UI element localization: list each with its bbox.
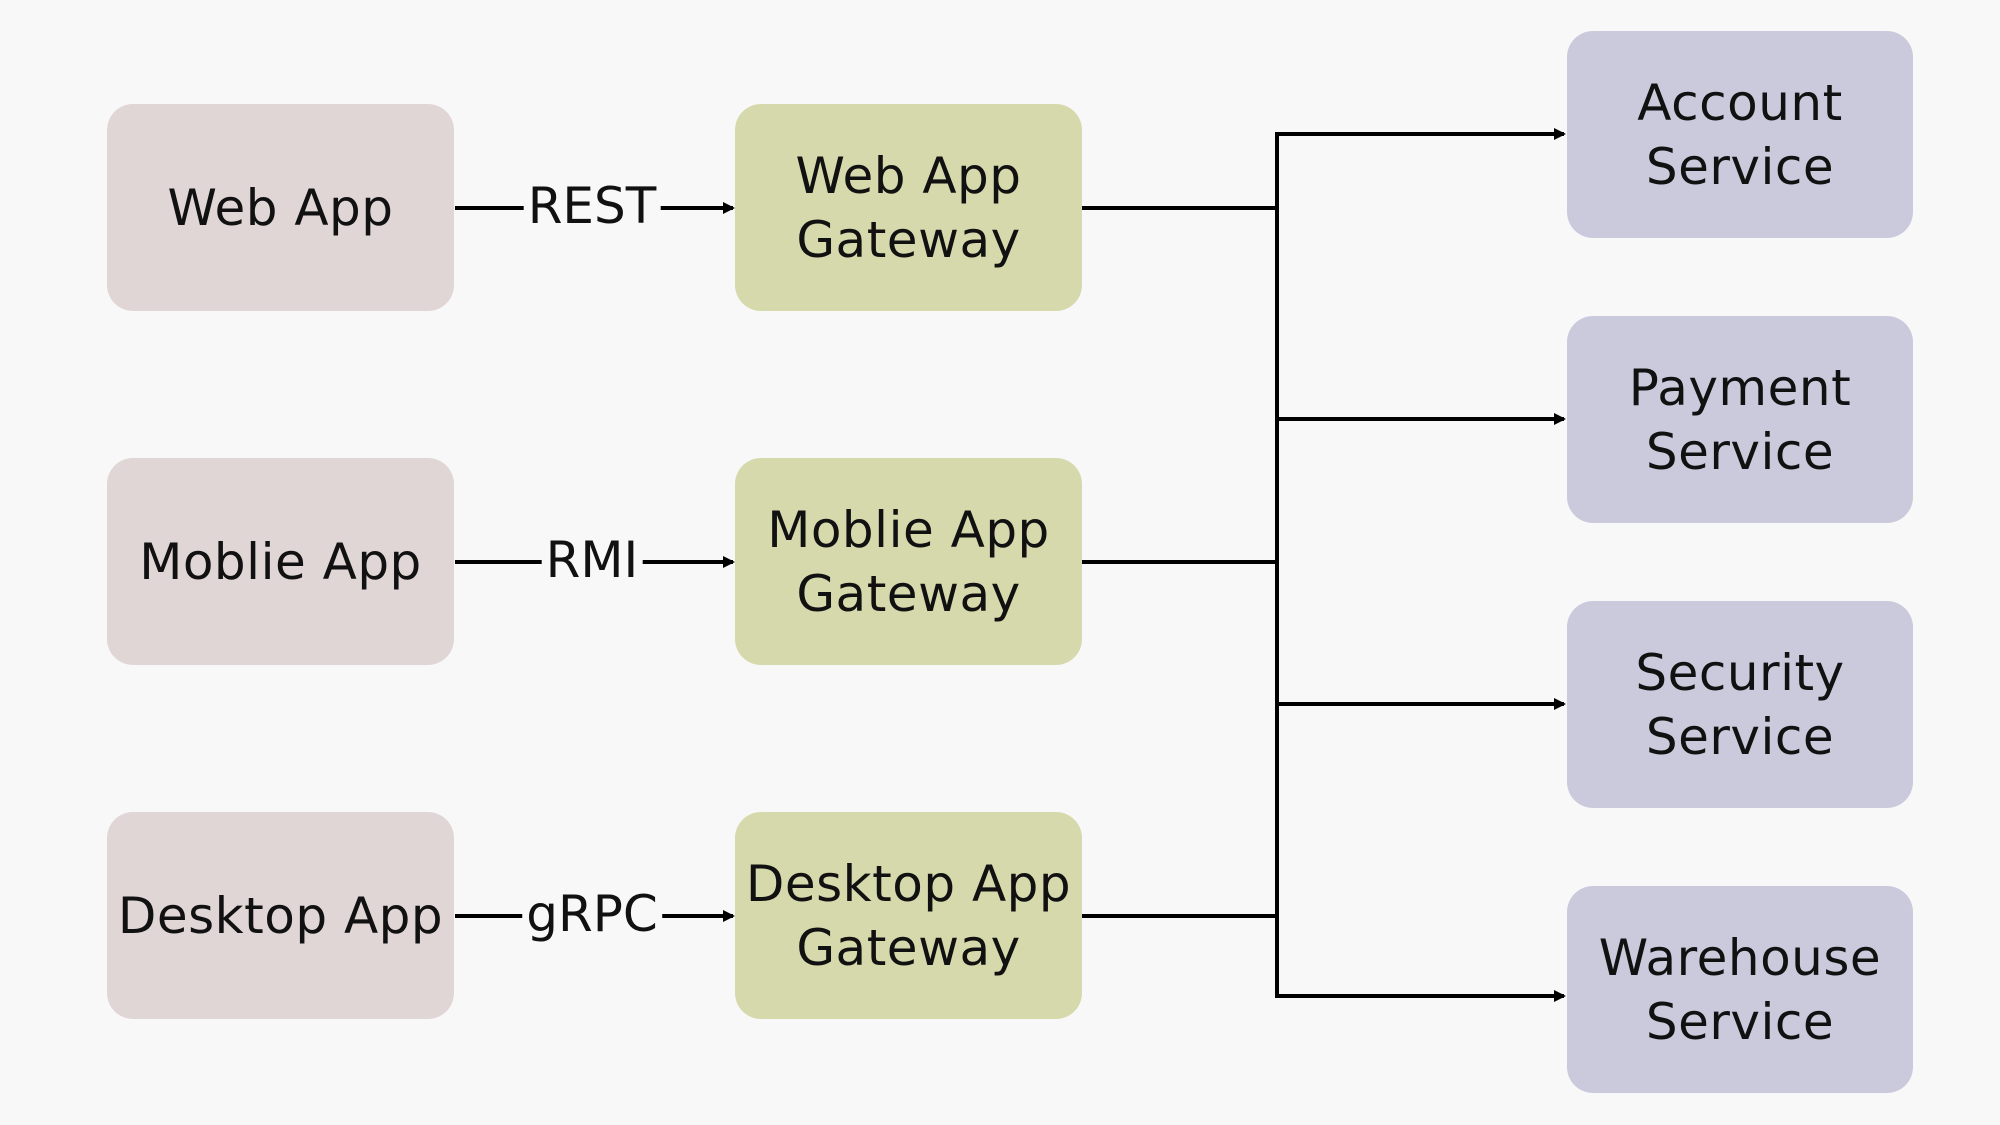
protocol-label-grpc: gRPC	[522, 884, 662, 944]
warehouse-service-node[interactable]: Warehouse Service	[1567, 886, 1913, 1093]
desktop-app-gateway-node[interactable]: Desktop App Gateway	[735, 812, 1082, 1019]
mobile-app-gateway-node[interactable]: Moblie App Gateway	[735, 458, 1082, 665]
account-service-node[interactable]: Account Service	[1567, 31, 1913, 238]
warehouse-service-label: Warehouse Service	[1598, 928, 1882, 1051]
mobile-app-gateway-label: Moblie App Gateway	[767, 500, 1050, 623]
protocol-label-rmi: RMI	[541, 530, 643, 590]
mobile-app-label: Moblie App	[139, 532, 422, 591]
desktop-app-node[interactable]: Desktop App	[107, 812, 454, 1019]
web-app-gateway-label: Web App Gateway	[795, 146, 1022, 269]
security-service-node[interactable]: Security Service	[1567, 601, 1913, 808]
payment-service-label: Payment Service	[1628, 358, 1852, 481]
desktop-app-gateway-label: Desktop App Gateway	[745, 854, 1072, 977]
protocol-label-rest: REST	[523, 176, 661, 236]
mobile-app-node[interactable]: Moblie App	[107, 458, 454, 665]
web-app-gateway-node[interactable]: Web App Gateway	[735, 104, 1082, 311]
web-app-label: Web App	[167, 178, 394, 237]
security-service-label: Security Service	[1635, 643, 1845, 766]
web-app-node[interactable]: Web App	[107, 104, 454, 311]
account-service-label: Account Service	[1637, 73, 1843, 196]
desktop-app-label: Desktop App	[117, 886, 444, 945]
payment-service-node[interactable]: Payment Service	[1567, 316, 1913, 523]
